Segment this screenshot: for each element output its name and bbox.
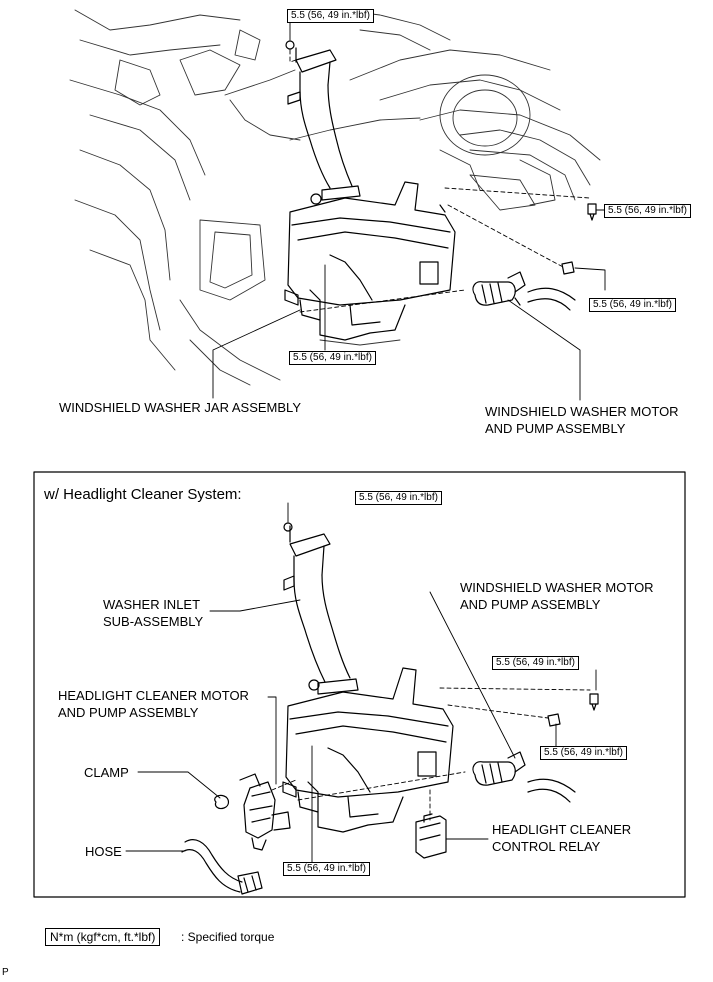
vehicle-body-lines: [69, 9, 601, 386]
dashed-lines-bottom: [271, 687, 591, 821]
label-washer-inlet-line2: SUB-ASSEMBLY: [103, 614, 204, 629]
torque-label-top-4: 5.5 (56, 49 in.*lbf): [289, 351, 376, 365]
clamp: [214, 794, 230, 810]
legend-torque-unit: N*m (kgf*cm, ft.*lbf): [45, 928, 161, 946]
panel-title: w/ Headlight Cleaner System:: [44, 486, 242, 503]
label-washer-motor-top-line2: AND PUMP ASSEMBLY: [485, 421, 626, 436]
torque-label-bottom-3: 5.5 (56, 49 in.*lbf): [540, 746, 627, 760]
label-relay-line1: HEADLIGHT CLEANER: [492, 822, 632, 837]
torque-label-bottom-4: 5.5 (56, 49 in.*lbf): [283, 862, 370, 876]
torque-label-bottom-2: 5.5 (56, 49 in.*lbf): [492, 656, 579, 670]
label-washer-motor-bottom-line1: WINDSHIELD WASHER MOTOR: [460, 580, 654, 595]
label-washer-inlet-line1: WASHER INLET: [103, 597, 201, 612]
washer-jar-bottom: [282, 667, 454, 833]
washer-motor-top: [472, 271, 526, 306]
leader-lines-bottom: [125, 502, 597, 863]
label-headlight-motor-line2: AND PUMP ASSEMBLY: [58, 705, 199, 720]
washer-inlet-bottom: [283, 522, 359, 695]
washer-jar-top: [284, 181, 456, 341]
torque-label-top-1: 5.5 (56, 49 in.*lbf): [287, 9, 374, 23]
label-headlight-motor-line1: HEADLIGHT CLEANER MOTOR: [58, 688, 249, 703]
dashed-lines-top: [289, 49, 591, 313]
label-washer-motor-bottom-line2: AND PUMP ASSEMBLY: [460, 597, 601, 612]
leader-lines-top: [212, 19, 606, 401]
label-clamp: CLAMP: [84, 765, 129, 780]
bolt-top-mid: [561, 261, 575, 275]
label-relay-line2: CONTROL RELAY: [492, 839, 601, 854]
label-windshield-washer-jar: WINDSHIELD WASHER JAR ASSEMBLY: [59, 400, 301, 415]
hose-top: [527, 287, 576, 311]
torque-label-top-2: 5.5 (56, 49 in.*lbf): [604, 204, 691, 218]
footer-letter: P: [2, 967, 9, 978]
headlight-cleaner-panel: [33, 471, 686, 898]
bolt-bottom-mid: [547, 713, 561, 727]
hose-right-bottom: [527, 778, 576, 803]
bolt-bottom-right: [589, 693, 599, 711]
washer-motor-bottom: [472, 751, 526, 786]
bolt-top-right: [587, 203, 597, 221]
hose-left-bottom: [181, 839, 263, 895]
headlight-cleaner-motor: [239, 773, 291, 851]
legend-text: : Specified torque: [181, 930, 275, 944]
control-relay: [415, 813, 447, 859]
washer-inlet-top: [285, 40, 361, 201]
torque-label-bottom-1: 5.5 (56, 49 in.*lbf): [355, 491, 442, 505]
label-washer-motor-top-line1: WINDSHIELD WASHER MOTOR: [485, 404, 679, 419]
label-hose: HOSE: [85, 844, 122, 859]
torque-label-top-3: 5.5 (56, 49 in.*lbf): [589, 298, 676, 312]
